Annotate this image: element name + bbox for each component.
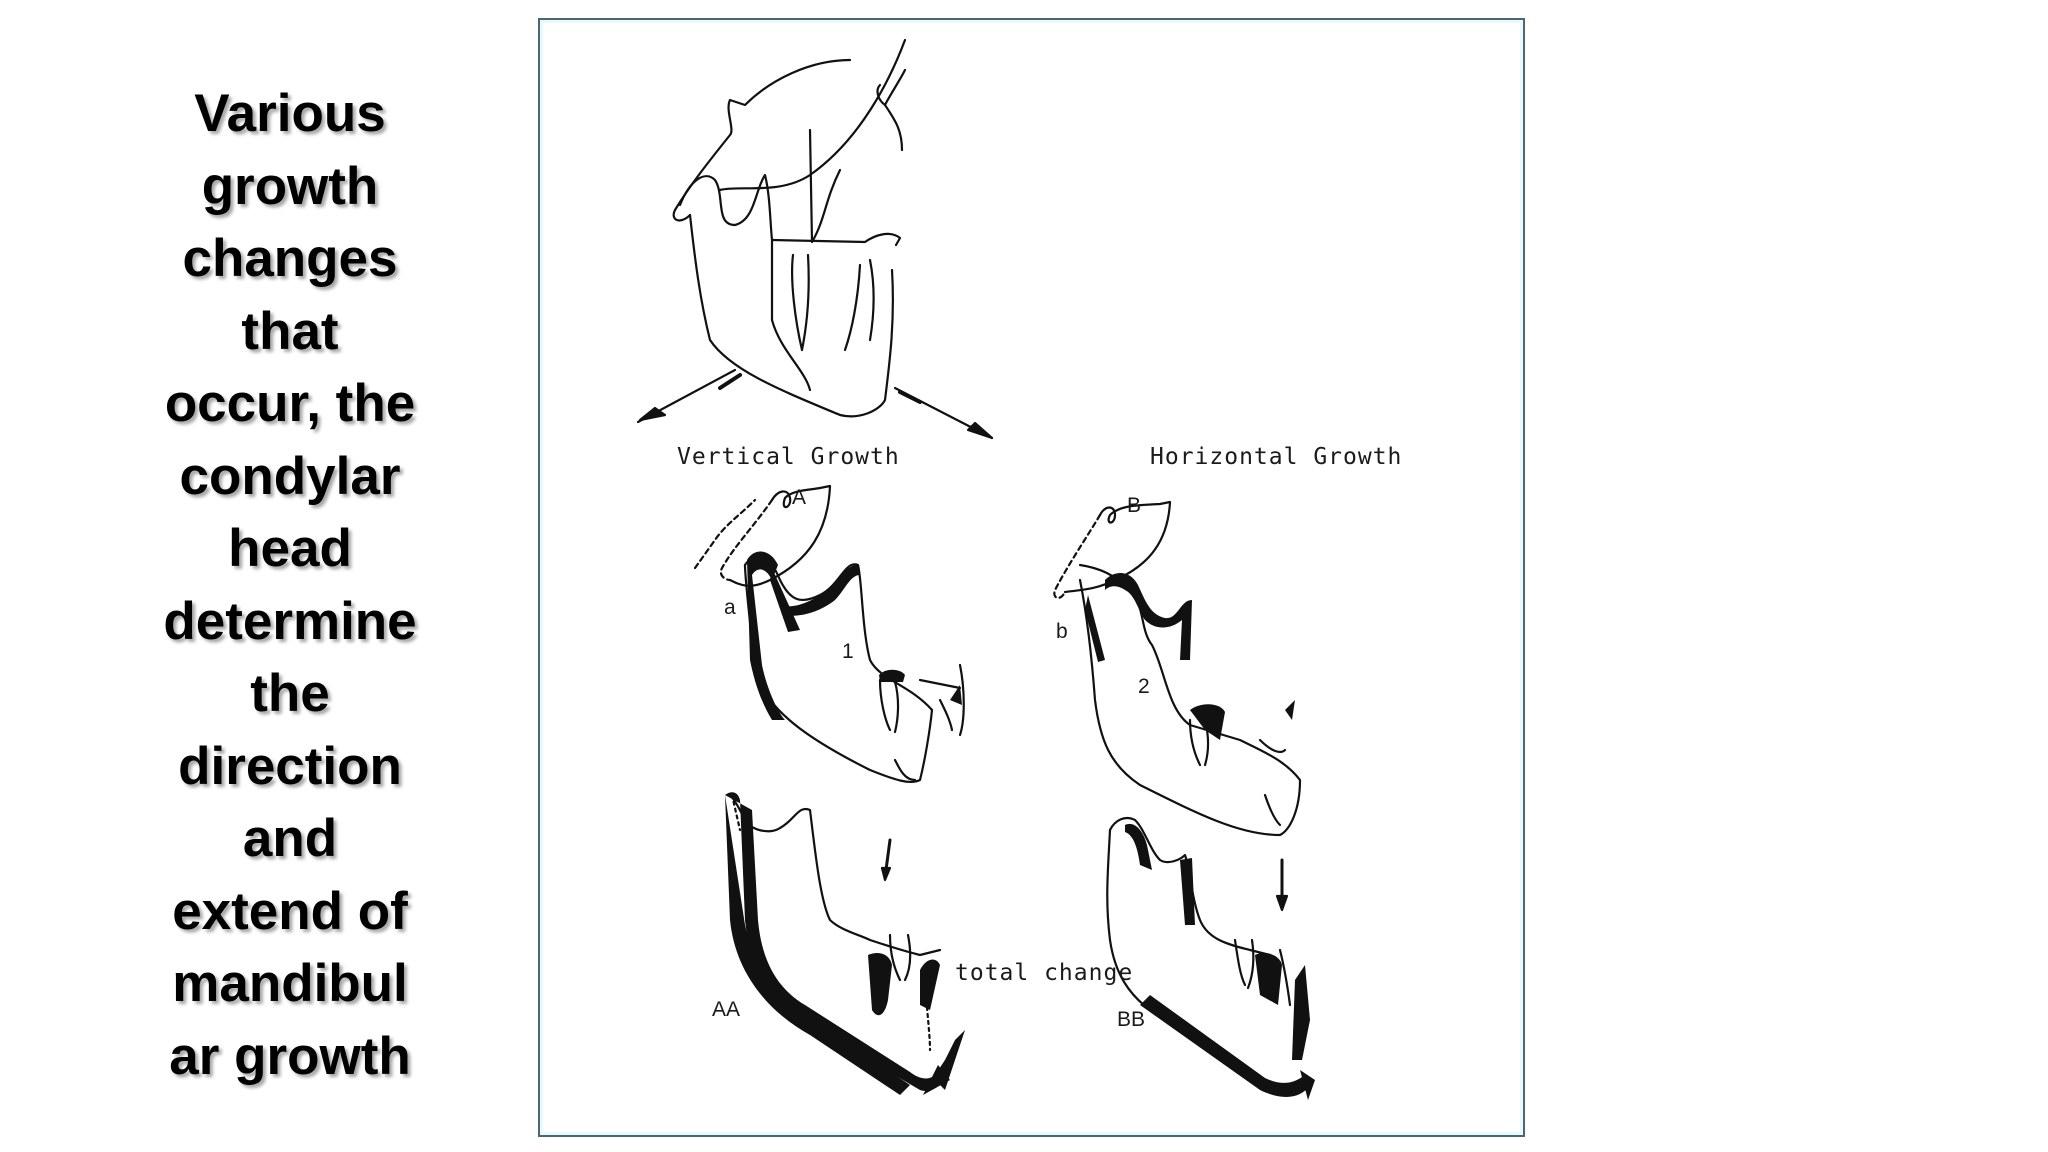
total-change-label: total change xyxy=(955,960,1134,986)
caption-line: growth xyxy=(201,156,379,216)
mandible-growth-figure: Vertical Growth Horizontal Growth total … xyxy=(538,18,1525,1137)
caption-line: the xyxy=(250,664,330,723)
point-B-label: B xyxy=(1127,494,1142,517)
point-a-label: a xyxy=(724,596,736,619)
horizontal-growth-label: Horizontal Growth xyxy=(1150,444,1403,470)
caption-line: extend of xyxy=(172,881,408,941)
caption-line: Various xyxy=(194,84,386,143)
caption-line: ar growth xyxy=(169,1026,411,1086)
caption-line: that xyxy=(241,301,339,361)
arrow-1-label: 1 xyxy=(842,640,854,663)
result-AA-label: AA xyxy=(712,998,741,1021)
caption-line: direction xyxy=(178,736,402,796)
caption-line: changes xyxy=(182,229,398,288)
point-b-label: b xyxy=(1056,620,1068,643)
caption-line: mandibul xyxy=(172,954,408,1013)
caption-line: occur, the xyxy=(164,374,416,433)
skull-profile-sketch xyxy=(672,38,907,418)
result-AA-mandible xyxy=(728,793,942,1052)
caption-line: determine xyxy=(163,591,417,651)
arrow-2-label: 2 xyxy=(1138,675,1150,698)
horizontal-growth-mandible xyxy=(1053,500,1302,837)
mandible-growth-drawing xyxy=(636,38,1315,1100)
caption-line: head xyxy=(228,519,352,578)
point-A-label: A xyxy=(792,486,807,509)
vertical-growth-mandible xyxy=(693,484,965,784)
result-BB-label: BB xyxy=(1117,1008,1146,1031)
slide-caption: Various growth changes that occur, the c… xyxy=(120,78,460,1093)
caption-line: and xyxy=(242,809,338,868)
result-BB-mandible xyxy=(1106,816,1292,1012)
caption-line: condylar xyxy=(179,446,401,506)
vertical-growth-label: Vertical Growth xyxy=(677,444,900,470)
